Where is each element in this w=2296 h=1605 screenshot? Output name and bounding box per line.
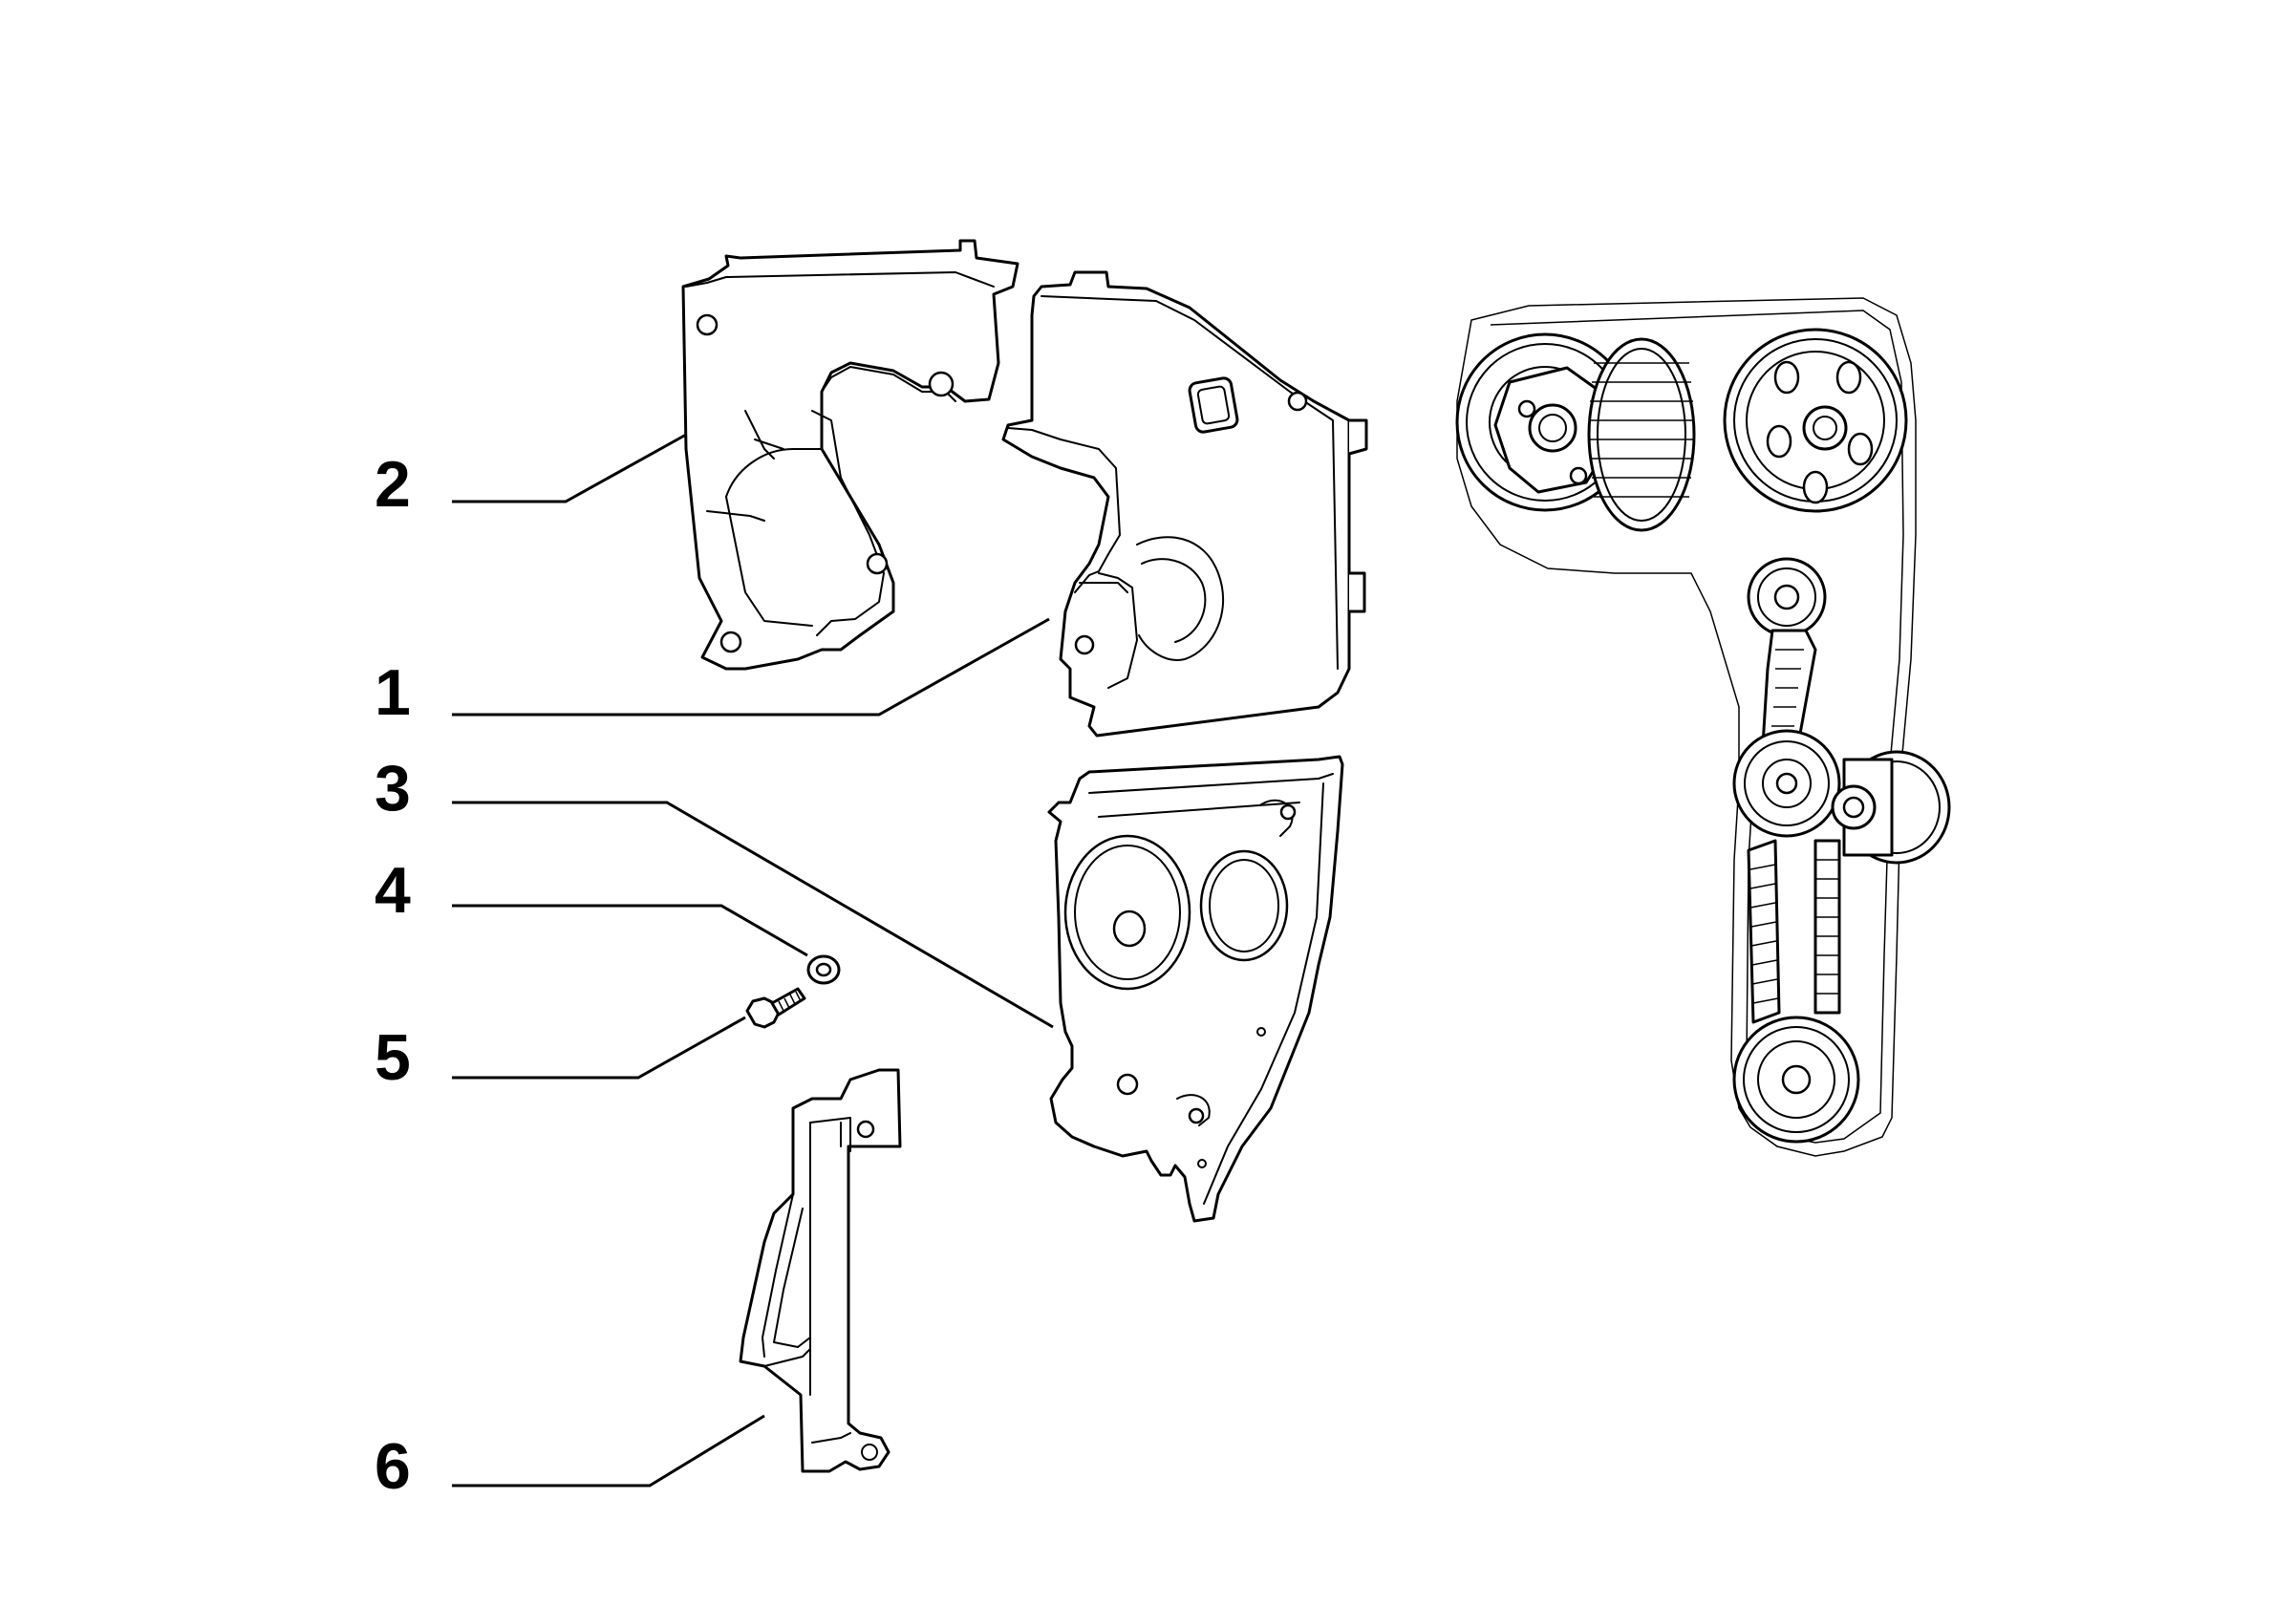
callout-number-1: 1 xyxy=(375,656,411,729)
leader-line-6 xyxy=(452,1414,765,1487)
leader-line-4 xyxy=(452,904,808,957)
part-2-upper-rear-cover xyxy=(681,239,1019,671)
leader-line-2 xyxy=(452,433,687,503)
part-1-upper-front-cover xyxy=(1001,270,1368,738)
callout-number-4: 4 xyxy=(375,854,411,927)
callout-number-6: 6 xyxy=(375,1430,411,1503)
callout-number-3: 3 xyxy=(375,752,411,824)
part-6-bracket xyxy=(739,1068,902,1473)
timing-belt-assembly xyxy=(1455,297,1951,1157)
leader-line-3 xyxy=(452,801,1054,1029)
callout-number-5: 5 xyxy=(375,1021,411,1094)
part-4-washer xyxy=(806,954,841,985)
callout-number-2: 2 xyxy=(375,448,411,521)
part-3-lower-cover xyxy=(1047,755,1344,1223)
leader-line-5 xyxy=(452,1016,746,1080)
part-5-bolt xyxy=(745,987,806,1029)
leader-line-1 xyxy=(452,617,1050,717)
